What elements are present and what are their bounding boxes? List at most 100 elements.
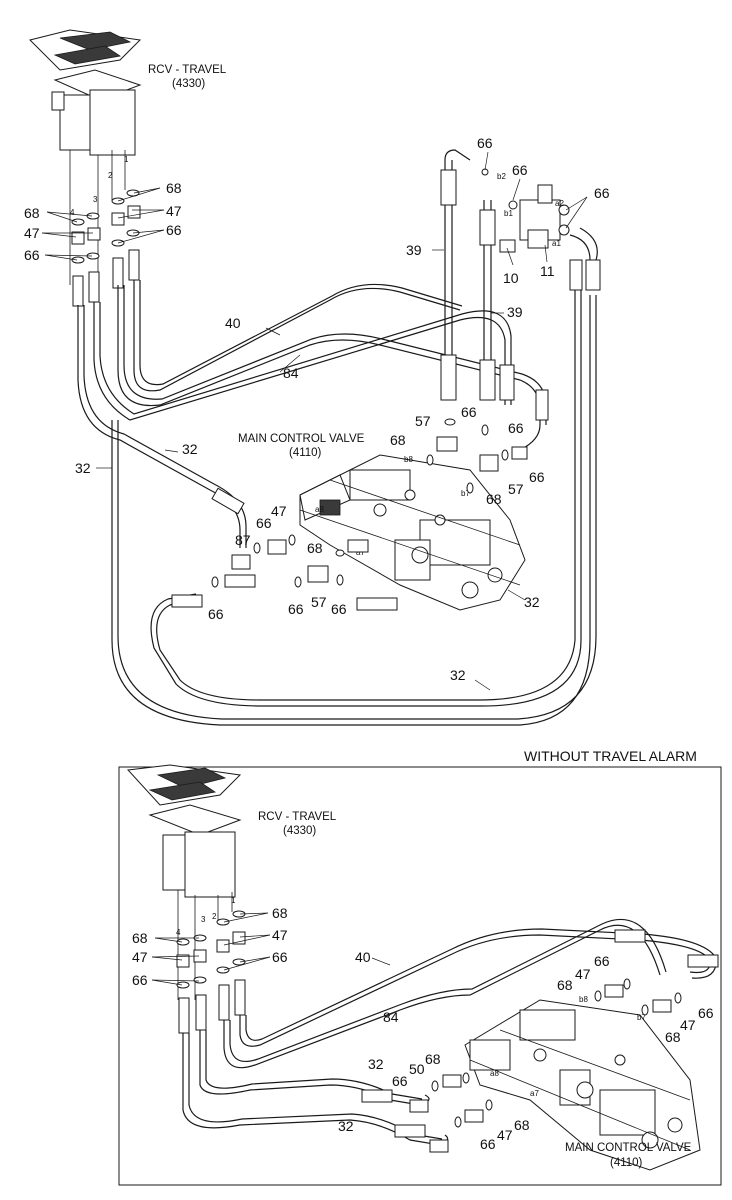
- port-3: 3: [93, 195, 98, 204]
- callout-68: 68: [486, 491, 502, 507]
- callout-66: 66: [272, 949, 288, 965]
- port-b2: b2: [497, 172, 506, 181]
- port-a8: a8: [315, 505, 324, 514]
- callout-32: 32: [338, 1118, 354, 1134]
- callout-68: 68: [425, 1051, 441, 1067]
- callout-68: 68: [514, 1117, 530, 1133]
- inset-diagram: RCV - TRAVEL (4330) 1 2 3 4: [126, 764, 719, 1171]
- mcv-code: (4110): [289, 447, 322, 459]
- callout-68: 68: [557, 977, 573, 993]
- inset-mcv-code: (4110): [610, 1157, 643, 1169]
- alarm-valve-block: [481, 168, 570, 253]
- main-diagram: RCV - TRAVEL (4330) 1 2 3 4: [24, 29, 610, 726]
- inset-port-b8: b8: [579, 995, 588, 1004]
- inset-rcv-label: RCV - TRAVEL: [258, 811, 337, 823]
- callout-66: 66: [594, 185, 610, 201]
- callout-68: 68: [307, 540, 323, 556]
- callout-39: 39: [406, 242, 422, 258]
- callout-32: 32: [524, 594, 540, 610]
- port-1: 1: [124, 155, 129, 164]
- rcv-fittings: [71, 189, 141, 307]
- callout-47: 47: [271, 503, 287, 519]
- callout-68: 68: [665, 1029, 681, 1045]
- hose-ends-main: [171, 169, 601, 611]
- callout-66: 66: [594, 953, 610, 969]
- callout-40: 40: [355, 949, 371, 965]
- callout-66: 66: [480, 1136, 496, 1152]
- callout-66: 66: [477, 135, 493, 151]
- hoses-main: [77, 149, 598, 726]
- callout-57: 57: [508, 481, 524, 497]
- port-b7: b7: [461, 489, 470, 498]
- callout-66: 66: [208, 606, 224, 622]
- callouts-main: 68 68 47 47 66 66 66 66 66 39 39 10 11 4…: [24, 135, 610, 683]
- callout-66: 66: [461, 404, 477, 420]
- callout-47: 47: [680, 1017, 696, 1033]
- port-4: 4: [70, 208, 75, 217]
- rcv-travel-unit: [29, 29, 142, 285]
- callout-40: 40: [225, 315, 241, 331]
- inset-hose-ends: [361, 929, 719, 1153]
- callout-66: 66: [132, 972, 148, 988]
- callout-47: 47: [575, 966, 591, 982]
- callout-66: 66: [698, 1005, 714, 1021]
- callout-11: 11: [540, 263, 555, 279]
- port-a2: a2: [555, 199, 564, 208]
- inset-port-2: 2: [212, 912, 217, 921]
- callout-32: 32: [75, 460, 91, 476]
- rcv-label: RCV - TRAVEL: [148, 64, 227, 76]
- callout-47: 47: [166, 203, 182, 219]
- callout-84: 84: [383, 1009, 399, 1025]
- callout-66: 66: [512, 162, 528, 178]
- callout-47: 47: [497, 1127, 513, 1143]
- inset-port-1: 1: [231, 896, 236, 905]
- mcv-fittings: [211, 418, 528, 588]
- inset-port-a8: a8: [490, 1069, 499, 1078]
- callout-47: 47: [132, 949, 148, 965]
- callout-68: 68: [132, 930, 148, 946]
- callout-87: 87: [235, 532, 251, 548]
- inset-port-3: 3: [201, 915, 206, 924]
- callout-47: 47: [272, 927, 288, 943]
- inset-callouts: 68 68 47 47 66 66 40 84 66 47 68 66 47 6…: [132, 905, 714, 1152]
- callout-66: 66: [166, 222, 182, 238]
- callout-68: 68: [272, 905, 288, 921]
- callout-57: 57: [415, 413, 431, 429]
- mcv-label: MAIN CONTROL VALVE: [238, 433, 365, 445]
- callout-84: 84: [283, 365, 299, 381]
- inset-mcv-label: MAIN CONTROL VALVE: [565, 1142, 692, 1154]
- inset-port-4: 4: [176, 928, 181, 937]
- callout-66: 66: [288, 601, 304, 617]
- inset-mcv-fittings: [431, 978, 682, 1128]
- callout-57: 57: [311, 594, 327, 610]
- inset-rcv-travel-unit: [126, 764, 242, 1000]
- rcv-code: (4330): [172, 78, 205, 90]
- inset-main-control-valve: [464, 999, 701, 1171]
- inset-leaders: [151, 912, 401, 1018]
- callout-50: 50: [409, 1061, 425, 1077]
- port-2: 2: [108, 171, 113, 180]
- callout-68: 68: [390, 432, 406, 448]
- inset-rcv-fittings: [176, 910, 246, 1034]
- inset-port-b7: b7: [637, 1013, 646, 1022]
- inset-port-a7: a7: [530, 1089, 539, 1098]
- callout-66: 66: [24, 247, 40, 263]
- inset-rcv-code: (4330): [283, 825, 316, 837]
- callout-66: 66: [508, 420, 524, 436]
- main-control-valve: [299, 454, 526, 611]
- inset-title: WITHOUT TRAVEL ALARM: [524, 748, 697, 764]
- callout-66: 66: [392, 1073, 408, 1089]
- callout-47: 47: [24, 225, 40, 241]
- port-b8: b8: [404, 455, 413, 464]
- callout-32: 32: [368, 1056, 384, 1072]
- callout-39: 39: [507, 304, 523, 320]
- callout-32: 32: [450, 667, 466, 683]
- port-a1: a1: [552, 239, 561, 248]
- inset-frame: [118, 766, 722, 1186]
- callout-66: 66: [256, 515, 272, 531]
- callout-68: 68: [166, 180, 182, 196]
- port-b1: b1: [504, 209, 513, 218]
- callout-66: 66: [529, 469, 545, 485]
- callout-68: 68: [24, 205, 40, 221]
